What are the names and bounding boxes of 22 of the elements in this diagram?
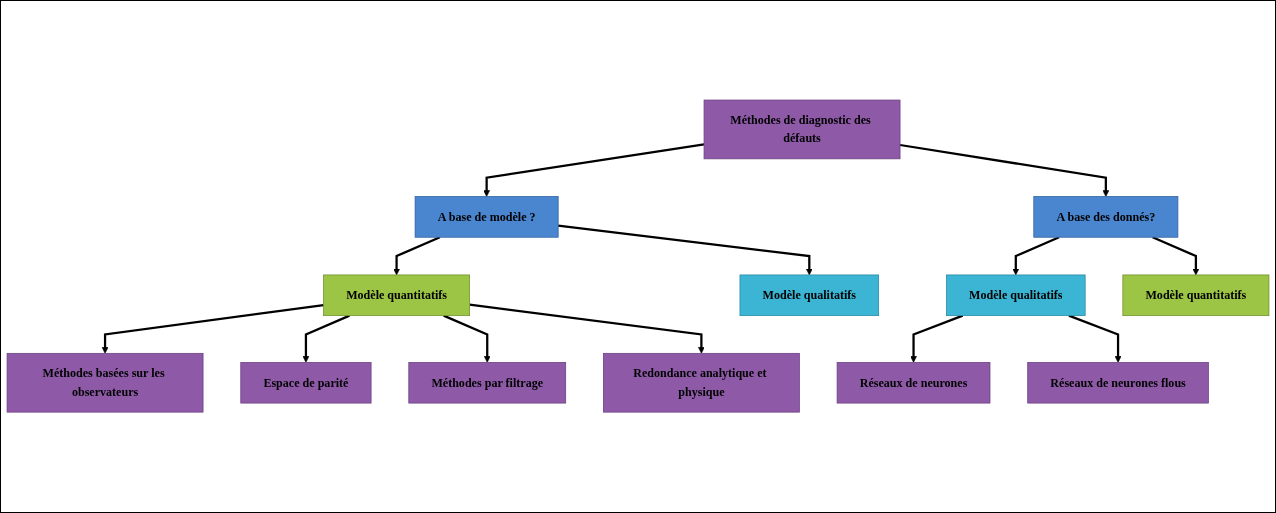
node-box: Méthodes par filtrage — [408, 362, 567, 404]
arrow — [443, 315, 491, 364]
node-box: Réseaux de neurones flous — [1027, 362, 1209, 404]
node-box: A base des donnés? — [1033, 196, 1179, 238]
arrow — [469, 303, 705, 355]
arrow — [1012, 236, 1060, 276]
node-box: Modèle qualitatifs — [739, 274, 880, 317]
node-box: Modèle quantitatifs — [323, 274, 470, 317]
arrow — [483, 143, 705, 198]
arrow — [899, 144, 1110, 198]
node-box: Espace de parité — [240, 362, 372, 404]
arrow — [393, 236, 441, 276]
arrow — [558, 224, 813, 276]
arrow — [302, 315, 350, 364]
arrow — [1152, 236, 1200, 276]
node-box: Méthodes de diagnostic des défauts — [703, 100, 901, 160]
node-box: A base de modèle ? — [414, 196, 559, 238]
node-box: Méthodes basées sur les observateurs — [6, 353, 204, 413]
node-box: Redondance analytique et physique — [603, 353, 800, 413]
node-box: Réseaux de neurones — [836, 362, 991, 404]
node-box: Modèle quantitatifs — [1122, 274, 1270, 317]
node-box: Modèle qualitatifs — [946, 274, 1086, 317]
